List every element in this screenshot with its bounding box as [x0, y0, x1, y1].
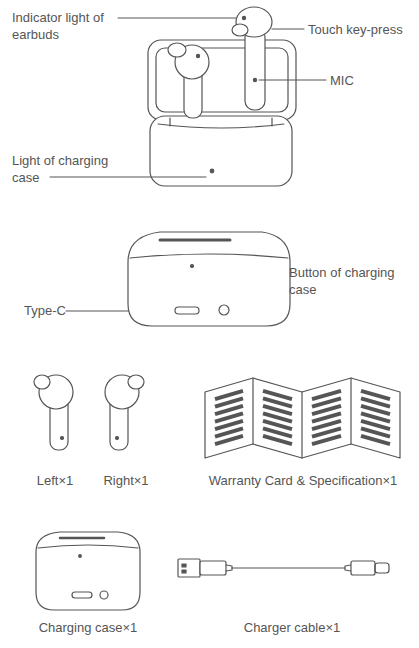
part-label: Charging case×1: [39, 619, 138, 636]
part-label: Light of charging case: [12, 152, 124, 186]
charging-case-small: [36, 532, 140, 610]
part-label: Charger cable×1: [244, 619, 340, 636]
part-label: Button of charging case: [289, 264, 416, 298]
charger-cable: [178, 559, 389, 577]
part-label: Type-C: [24, 302, 66, 319]
part-label: Touch key-press: [308, 21, 403, 38]
card-stripe: [263, 436, 292, 444]
card-stripe: [361, 436, 390, 444]
left-earbud: [34, 375, 73, 450]
part-label: Left×1: [37, 472, 74, 489]
open-case: [148, 40, 296, 186]
right-earbud: [105, 375, 144, 450]
warranty-card: [205, 378, 400, 458]
part-label: Right×1: [103, 472, 148, 489]
earbud-standing: [232, 7, 272, 110]
earbud-in-case: [168, 43, 209, 118]
part-label: Indicator light of earbuds: [12, 9, 122, 43]
card-stripe: [312, 436, 341, 444]
part-label: Warranty Card & Specification×1: [209, 472, 397, 489]
closed-case: [128, 232, 290, 326]
card-stripe: [215, 436, 243, 444]
part-label: MIC: [330, 72, 354, 89]
